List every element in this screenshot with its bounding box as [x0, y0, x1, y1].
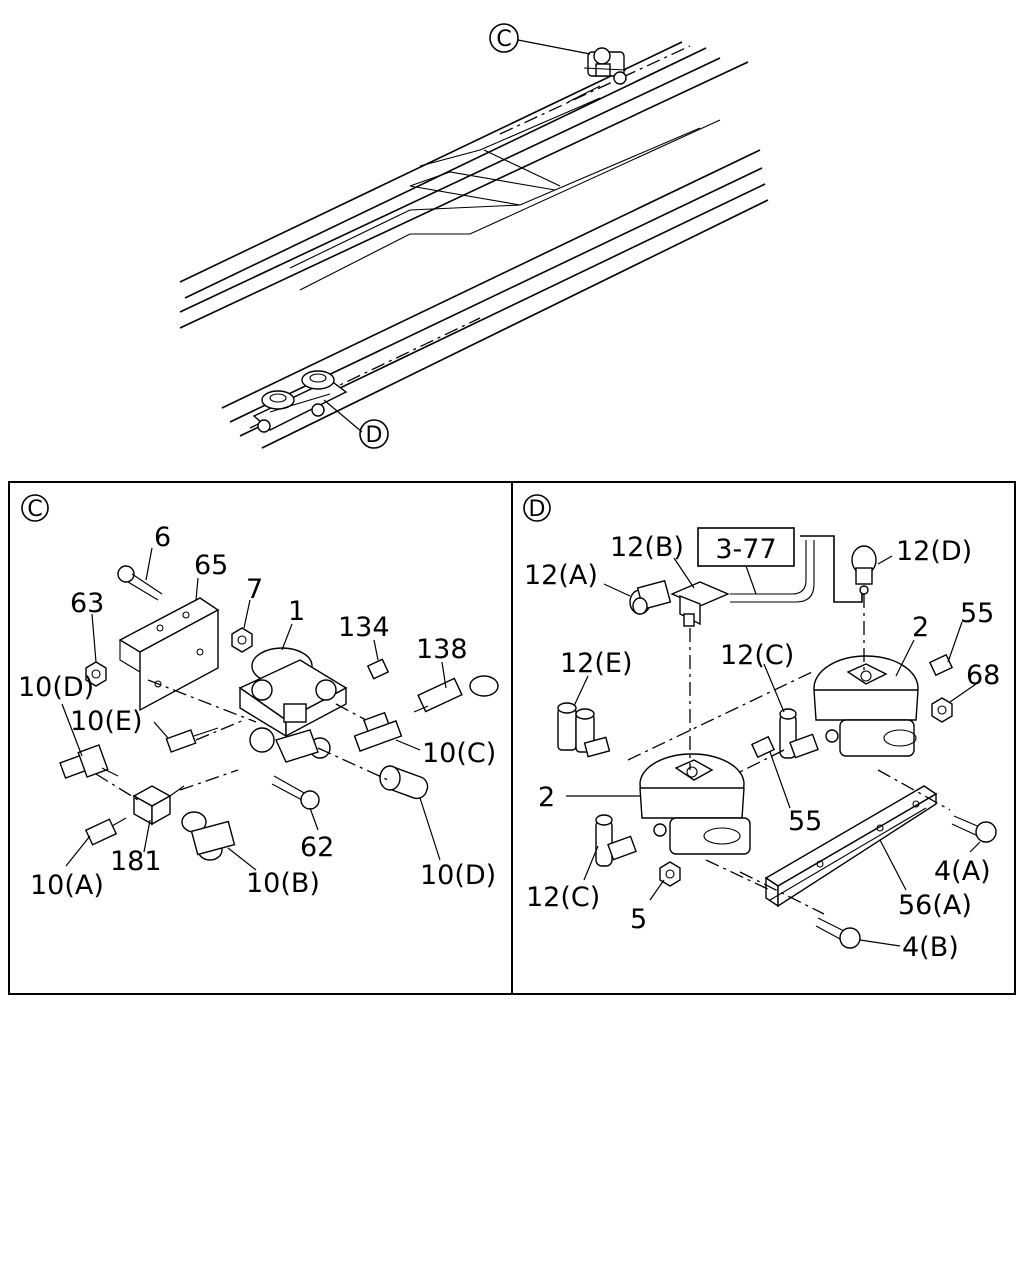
callout-c-marker	[489, 23, 519, 53]
panel-c-badge	[21, 494, 49, 522]
label-part-56a: 56(A)	[898, 890, 972, 921]
bolt-6-part	[117, 565, 163, 601]
label-part-138: 138	[416, 634, 468, 665]
callout-d-marker	[359, 419, 389, 449]
fitting-10c-part	[353, 711, 403, 752]
label-part-2-right: 2	[912, 612, 929, 643]
bolt-4b-part	[815, 917, 861, 949]
plug-134-part	[366, 658, 390, 680]
bolt-62-part	[271, 775, 320, 810]
chassis-frame-overview: C D	[179, 23, 769, 449]
panel-d-badge	[523, 494, 551, 522]
fitting-10d-left-part	[59, 744, 119, 779]
label-part-68: 68	[966, 660, 1000, 691]
label-part-10d-left: 10(D)	[18, 672, 94, 703]
relay-valve-1-part	[238, 647, 348, 763]
fitting-10d-right-part	[379, 765, 429, 800]
fitting-10a-part	[84, 817, 127, 846]
connector-138-part	[413, 675, 499, 713]
nut-68-part	[931, 697, 953, 723]
fitting-10b-part	[181, 811, 236, 861]
label-part-5: 5	[630, 904, 647, 935]
fitting-12e-part	[557, 702, 611, 758]
fitting-12d-part	[851, 545, 877, 595]
label-part-134: 134	[338, 612, 390, 643]
label-part-12c-top: 12(C)	[720, 640, 794, 671]
label-part-55-top: 55	[960, 598, 994, 629]
panel-d-frame	[511, 481, 1016, 995]
label-part-10c: 10(C)	[422, 738, 496, 769]
valve-c-assembly-icon	[583, 47, 627, 85]
tee-fitting-12b-part	[670, 581, 730, 627]
label-part-10b: 10(B)	[246, 868, 320, 899]
label-part-2-left: 2	[538, 782, 555, 813]
label-part-62: 62	[300, 832, 334, 863]
valve-d-assembly-icon	[252, 370, 348, 433]
valve-2-right-part	[813, 655, 919, 757]
label-part-10e: 10(E)	[70, 706, 142, 737]
panel-c-badge-label: C	[27, 497, 42, 522]
fitting-12a-part	[629, 579, 672, 615]
nut-5-part	[659, 861, 681, 887]
panel-d-badge-label: D	[529, 497, 546, 522]
callout-d-label: D	[366, 423, 383, 448]
fitting-10e-part	[165, 727, 219, 753]
nut-7-part	[231, 627, 253, 653]
label-part-65: 65	[194, 550, 228, 581]
label-part-1: 1	[288, 596, 305, 627]
label-part-12e: 12(E)	[560, 648, 632, 679]
label-part-10a: 10(A)	[30, 870, 104, 901]
label-part-12b: 12(B)	[610, 532, 684, 563]
label-part-12c-bottom: 12(C)	[526, 882, 600, 913]
plug-55-middle-part	[750, 735, 776, 759]
label-part-12d: 12(D)	[896, 536, 972, 567]
block-181-part	[132, 785, 185, 826]
label-part-6: 6	[154, 522, 171, 553]
reference-box	[697, 527, 795, 567]
callout-c-label: C	[496, 27, 511, 52]
label-part-63: 63	[70, 588, 104, 619]
label-part-4a: 4(A)	[934, 856, 991, 887]
panel-c: C	[18, 494, 499, 901]
label-part-7: 7	[246, 574, 263, 605]
plug-55-top-part	[928, 653, 954, 677]
reference-box-label: 3-77	[715, 534, 776, 565]
bracket-65-part	[118, 597, 220, 712]
label-part-12a: 12(A)	[524, 560, 598, 591]
panel-d: D 3-77	[523, 494, 1000, 963]
fitting-12c-top-part	[779, 708, 819, 759]
label-part-10d-right: 10(D)	[420, 860, 496, 891]
fitting-12c-bottom-part	[595, 814, 637, 867]
bolt-4a-part	[951, 815, 997, 843]
label-part-181: 181	[110, 846, 162, 877]
valve-2-left-part	[639, 753, 751, 855]
label-part-4b: 4(B)	[902, 932, 959, 963]
bracket-56a-part	[764, 785, 938, 908]
label-part-55-middle: 55	[788, 806, 822, 837]
